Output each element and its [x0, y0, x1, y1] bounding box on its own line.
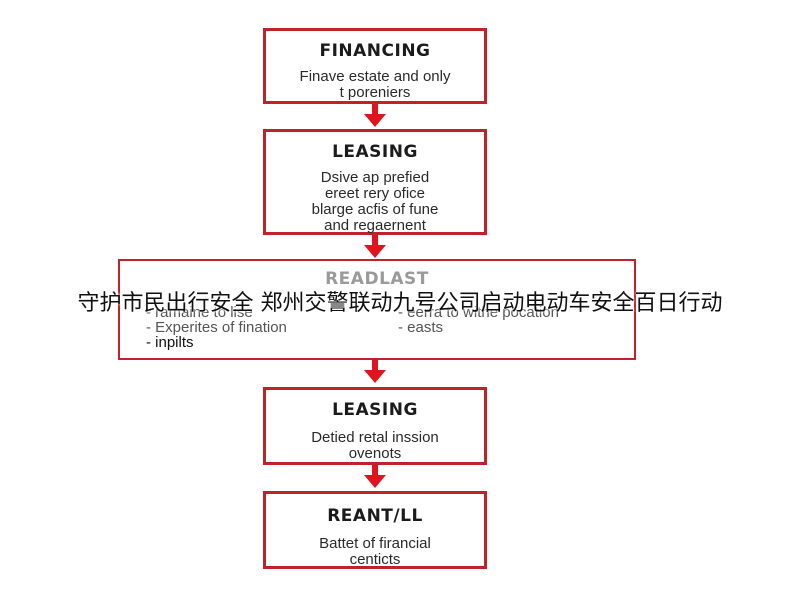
- financing-box: FINANCING Finave estate and only t poren…: [263, 28, 487, 104]
- arrow-down-icon: [362, 360, 388, 384]
- leasing-box-2: LEASING Detied retal inssion ovenots: [263, 387, 487, 465]
- reantall-body: Battet of firancial centicts: [319, 535, 431, 568]
- list-item: - Experites of fination: [146, 319, 287, 336]
- readlast-title: READLAST: [325, 269, 429, 289]
- reantall-title: REANT/LL: [327, 506, 423, 526]
- leasing-1-title: LEASING: [332, 142, 418, 162]
- readlast-left-list: - ramaine to lise - Experites of finatio…: [146, 305, 386, 350]
- financing-body: Finave estate and only t poreniers: [299, 68, 451, 101]
- list-item: - easts: [398, 319, 444, 336]
- readlast-box: READLAST - ramaine to lise - Experites o…: [118, 259, 636, 360]
- leasing-1-body: Dsive ap prefied ereet rery ofice blarge…: [311, 169, 439, 234]
- financing-title: FINANCING: [319, 41, 431, 61]
- overlay-caption: 守护市民出行安全 郑州交警联动九号公司启动电动车安全百日行动: [77, 291, 723, 316]
- list-item: - ramaine to lise: [146, 304, 253, 321]
- reantall-box: REANT/LL Battet of firancial centicts: [263, 491, 487, 569]
- leasing-box-1: LEASING Dsive ap prefied ereet rery ofic…: [263, 129, 487, 235]
- arrow-down-icon: [362, 465, 388, 489]
- leasing-2-title: LEASING: [332, 400, 418, 420]
- arrow-down-icon: [362, 104, 388, 128]
- readlast-right-list: - eerra to withe pocation - easts: [398, 305, 628, 335]
- list-item: - eerra to withe pocation: [398, 304, 559, 321]
- leasing-2-body: Detied retal inssion ovenots: [311, 429, 439, 462]
- list-item: - inpilts: [146, 334, 194, 351]
- arrow-down-icon: [362, 235, 388, 259]
